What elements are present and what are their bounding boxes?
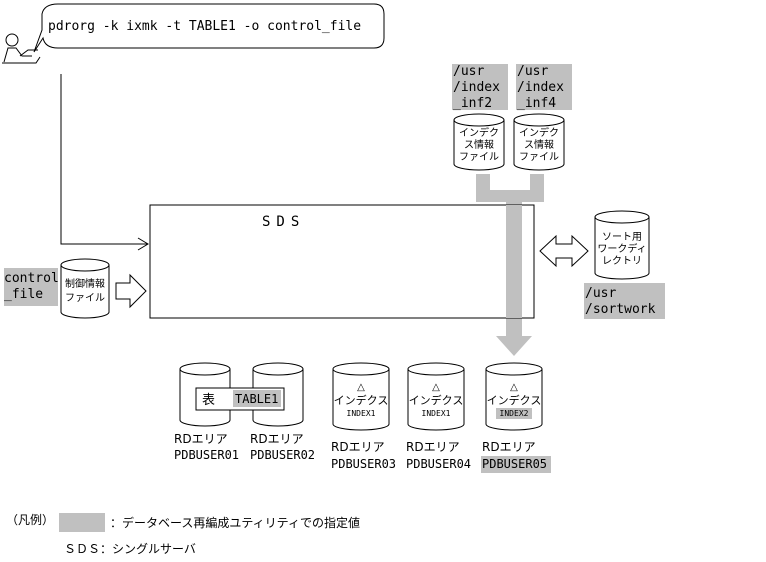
index-kind-5: インデクス (487, 393, 542, 407)
path-inf2-line3: _inf2 (453, 96, 492, 111)
sort-work-line3: レクトリ (602, 255, 642, 267)
table-marker: 表 (202, 393, 215, 408)
index-marker-5: △ (510, 382, 518, 393)
index-info-file-1-line2: ス情報 (464, 138, 494, 151)
path-inf4-line3: _inf4 (517, 96, 556, 111)
index-name-4: INDEX1 (422, 409, 451, 418)
index-name-5: INDEX2 (500, 409, 529, 418)
control-file-name-line2: _file (4, 287, 43, 302)
legend-title: （凡例） (6, 513, 54, 527)
path-highlight-inf4 (516, 64, 572, 110)
command-text: pdrorg -k ixmk -t TABLE1 -o control_file (48, 19, 361, 34)
path-inf2-line1: /usr (453, 64, 484, 79)
sortwork-path-line1: /usr (585, 286, 616, 301)
control-to-sds-arrow (115, 273, 147, 309)
sds-label: SDS (262, 214, 305, 230)
rd-area-label-3: RDエリア (331, 440, 385, 454)
rd-area-name-5: PDBUSER05 (482, 457, 547, 471)
index-marker-3: △ (357, 382, 365, 393)
user-icon (2, 33, 41, 64)
legend-gray-swatch (59, 513, 105, 532)
index-info-file-2-line2: ス情報 (524, 138, 554, 151)
sort-work-line2: ワークディ (597, 242, 646, 255)
rd-area-cylinder-3 (332, 362, 390, 431)
sort-work-line1: ソート用 (602, 232, 642, 243)
rd-area-label-4: RDエリア (406, 440, 460, 454)
rd-area-name-5-highlight (481, 456, 551, 473)
path-inf4-line2: /index (517, 80, 564, 95)
index-info-file-1-line3: ファイル (459, 152, 499, 163)
index-kind-4: インデクス (409, 393, 464, 407)
path-inf2-line2: /index (453, 80, 500, 95)
control-file-highlight (4, 268, 58, 306)
merge-arrow-overlay (506, 205, 522, 318)
rd-area-label-5: RDエリア (482, 440, 536, 454)
rd-area-label-1: RDエリア (174, 432, 228, 446)
control-info-file-line1: 制御情報 (65, 277, 105, 290)
index-info-file-1 (453, 113, 505, 171)
rd-area-cylinder-4 (407, 362, 465, 431)
rd-area-name-4: PDBUSER04 (406, 457, 471, 471)
sds-box (149, 204, 535, 319)
index-info-file-2 (513, 113, 565, 171)
index-kind-3: インデクス (334, 393, 389, 407)
sds-sortwork-double-arrow (539, 234, 589, 268)
control-info-file-line2: ファイル (65, 293, 105, 304)
path-inf4-line1: /usr (517, 64, 548, 79)
index-info-file-2-line3: ファイル (519, 152, 559, 163)
sortwork-path-line2: /sortwork (585, 302, 656, 317)
command-arrowhead (137, 237, 149, 251)
index-marker-4: △ (432, 382, 440, 393)
legend-gray-desc: ：データベース再編成ユティリティでの指定値 (110, 515, 360, 530)
index-info-file-1-line1: インデク (459, 126, 499, 139)
command-flow-line (60, 74, 148, 245)
index-name-5-highlight (496, 408, 532, 419)
sort-work-directory (594, 210, 650, 280)
rd-area-name-2: PDBUSER02 (250, 448, 315, 462)
sortwork-path-highlight (584, 283, 665, 319)
control-info-file (60, 258, 110, 319)
index-name-3: INDEX1 (347, 409, 376, 418)
control-file-name-line1: control (4, 271, 59, 286)
rd-area-name-3: PDBUSER03 (331, 457, 396, 471)
index-info-file-2-line1: インデク (519, 126, 559, 139)
rd-area-label-2: RDエリア (250, 432, 304, 446)
rd-area-name-1: PDBUSER01 (174, 448, 239, 462)
table-name: TABLE1 (235, 392, 278, 406)
speech-bubble (33, 3, 385, 53)
table-name-highlight (233, 390, 281, 407)
path-highlight-inf2 (452, 64, 508, 110)
legend-sds-desc: ＳＤＳ：シングルサーバ (64, 542, 196, 556)
